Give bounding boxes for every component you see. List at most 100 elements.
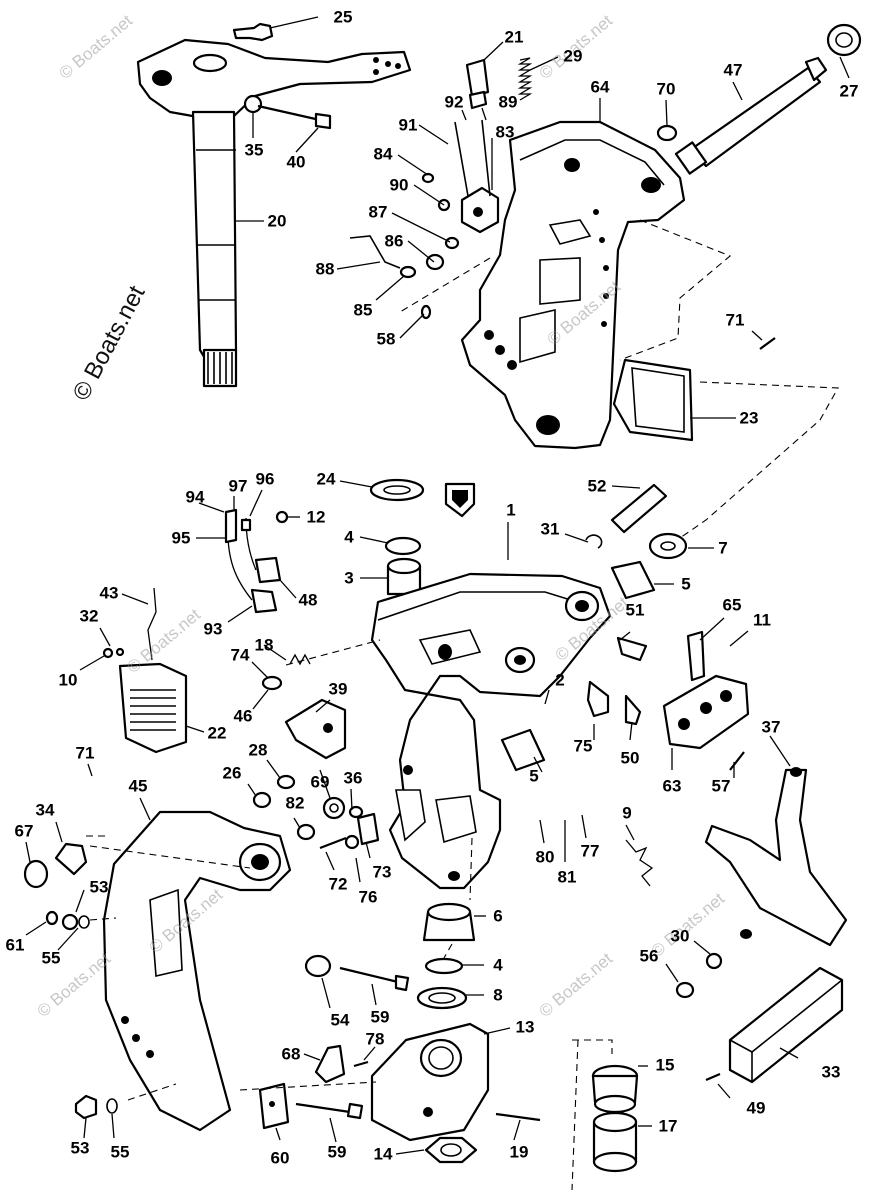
callout-76: 76 (358, 887, 378, 907)
callout-27: 27 (839, 81, 859, 101)
callout-49: 49 (746, 1098, 766, 1118)
callout-73: 73 (372, 862, 392, 882)
callout-30: 30 (670, 926, 690, 946)
cover-22 (118, 662, 188, 754)
callout-69: 69 (310, 772, 330, 792)
callout-45: 45 (128, 776, 148, 796)
block-33 (728, 966, 844, 1084)
bolts-59 (295, 966, 410, 1120)
lock-lever-assembly (349, 119, 500, 320)
callout-88: 88 (315, 259, 335, 279)
callout-90: 90 (389, 175, 409, 195)
callout-13: 13 (515, 1017, 535, 1037)
callout-2: 2 (555, 670, 565, 690)
callout-94: 94 (185, 487, 205, 507)
callout-32: 32 (79, 606, 99, 626)
callout-75: 75 (573, 736, 593, 756)
callout-5: 5 (529, 766, 539, 786)
stern-bracket-64 (460, 120, 686, 450)
bracket-39 (284, 698, 347, 760)
clamp-bracket-45 (102, 810, 292, 1132)
nut-14 (424, 1136, 478, 1164)
trim-tab-box-23 (612, 358, 694, 442)
callout-14: 14 (373, 1144, 393, 1164)
clip-68-screw-78 (314, 1044, 369, 1084)
callout-53: 53 (70, 1138, 90, 1158)
callout-20: 20 (267, 211, 287, 231)
pin-21-spring-29 (465, 57, 533, 110)
hardware-34-67-53-61 (23, 842, 118, 1120)
lower-bushing-stack (416, 902, 476, 1010)
bushing-5-top (610, 560, 656, 600)
callout-78: 78 (365, 1029, 385, 1049)
screw-71-top (759, 337, 776, 350)
callout-81: 81 (557, 867, 577, 887)
callout-83: 83 (495, 122, 515, 142)
callout-43: 43 (99, 583, 119, 603)
callout-72: 72 (328, 874, 348, 894)
callout-19: 19 (509, 1142, 529, 1162)
callout-85: 85 (353, 300, 373, 320)
callout-10: 10 (58, 670, 78, 690)
bushing-set (384, 482, 476, 596)
callout-95: 95 (171, 528, 191, 548)
callout-63: 63 (662, 776, 682, 796)
plate-65 (686, 630, 706, 682)
callout-34: 34 (35, 800, 55, 820)
callout-51: 51 (625, 600, 645, 620)
callout-24: 24 (316, 469, 336, 489)
callout-47: 47 (723, 60, 743, 80)
callout-68: 68 (281, 1044, 301, 1064)
callout-35: 35 (244, 140, 264, 160)
callout-55: 55 (110, 1142, 130, 1162)
callout-36: 36 (343, 768, 363, 788)
callout-46: 46 (233, 706, 253, 726)
callout-12: 12 (306, 507, 326, 527)
callout-53: 53 (89, 877, 109, 897)
callout-4: 4 (344, 527, 354, 547)
callout-67: 67 (14, 821, 34, 841)
callout-80: 80 (535, 847, 555, 867)
callout-77: 77 (580, 841, 600, 861)
snap-ring-31 (585, 534, 603, 549)
callout-54: 54 (330, 1010, 350, 1030)
trim-sender-wiring (224, 508, 289, 614)
callout-31: 31 (540, 519, 560, 539)
callout-48: 48 (298, 590, 318, 610)
callout-28: 28 (248, 740, 268, 760)
callout-87: 87 (368, 202, 388, 222)
callout-86: 86 (384, 231, 404, 251)
callout-15: 15 (655, 1055, 675, 1075)
callout-37: 37 (761, 717, 781, 737)
callout-93: 93 (203, 619, 223, 639)
callout-8: 8 (493, 985, 503, 1005)
callout-39: 39 (328, 679, 348, 699)
callout-92: 92 (444, 92, 464, 112)
callout-84: 84 (373, 144, 393, 164)
callout-6: 6 (493, 906, 503, 926)
callout-56: 56 (639, 946, 659, 966)
callout-58: 58 (376, 329, 396, 349)
callout-57: 57 (711, 776, 731, 796)
small-hardware-left (252, 774, 380, 850)
callout-9: 9 (622, 803, 632, 823)
callout-96: 96 (255, 469, 275, 489)
callout-40: 40 (286, 152, 306, 172)
plate-60 (258, 1082, 290, 1130)
callout-18: 18 (254, 635, 274, 655)
callout-89: 89 (498, 92, 518, 112)
callout-23: 23 (739, 408, 759, 428)
bushing-70 (656, 124, 678, 142)
callout-50: 50 (620, 748, 640, 768)
callout-59: 59 (327, 1142, 347, 1162)
grease-fitting-25 (232, 22, 274, 42)
switch-63 (662, 674, 750, 750)
callout-59: 59 (370, 1007, 390, 1027)
washer-24 (369, 478, 425, 502)
bushings-15-17 (591, 1064, 639, 1173)
tilt-lever-37 (704, 767, 848, 947)
callout-26: 26 (222, 763, 242, 783)
callout-7: 7 (718, 538, 728, 558)
bolt-19 (495, 1112, 541, 1122)
callout-52: 52 (587, 476, 607, 496)
